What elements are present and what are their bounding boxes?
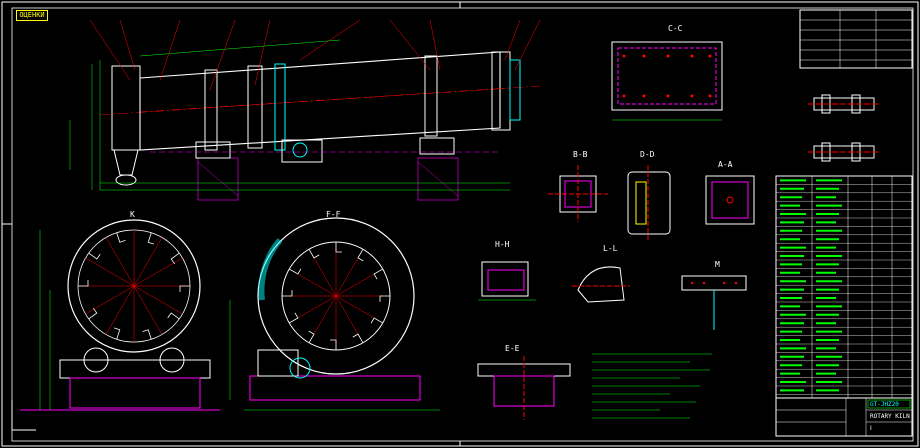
pin-detail-views xyxy=(808,94,880,162)
section-hh-view xyxy=(478,261,536,301)
section-ee-view xyxy=(477,356,571,420)
label-ee: E-E xyxy=(505,344,520,353)
label-kk: K xyxy=(130,210,135,219)
drawing-frame-inner xyxy=(11,7,914,442)
corner-tag: ОЦЕНКИ xyxy=(16,10,48,21)
label-mm: M xyxy=(715,260,720,269)
revision-table xyxy=(799,9,913,69)
section-aa-view xyxy=(705,175,755,225)
label-aa: A-A xyxy=(718,160,733,169)
title-block xyxy=(775,397,913,437)
section-mm-view xyxy=(681,275,747,330)
section-bb-view xyxy=(548,165,608,222)
technical-notes xyxy=(592,353,712,419)
title-block-revision: Ⅰ xyxy=(870,425,872,432)
section-dd-view xyxy=(627,165,671,240)
kiln-elevation-view xyxy=(69,19,541,201)
cross-section-hh xyxy=(20,219,220,411)
label-cc: C-C xyxy=(668,24,683,33)
section-ll-view xyxy=(572,266,630,303)
title-block-title: ROTARY KILN xyxy=(870,413,910,420)
label-hh: H-H xyxy=(495,240,510,249)
axis-marker xyxy=(11,400,36,431)
section-cc-view xyxy=(611,41,723,121)
label-ll: L-L xyxy=(603,244,618,253)
label-bb: B-B xyxy=(573,150,588,159)
parts-list-table xyxy=(775,175,913,399)
title-block-drawing-no: GT-JHZ20 xyxy=(870,401,899,408)
cross-section-ff xyxy=(229,217,440,411)
label-dd: D-D xyxy=(640,150,655,159)
label-ff: F-F xyxy=(326,210,341,219)
